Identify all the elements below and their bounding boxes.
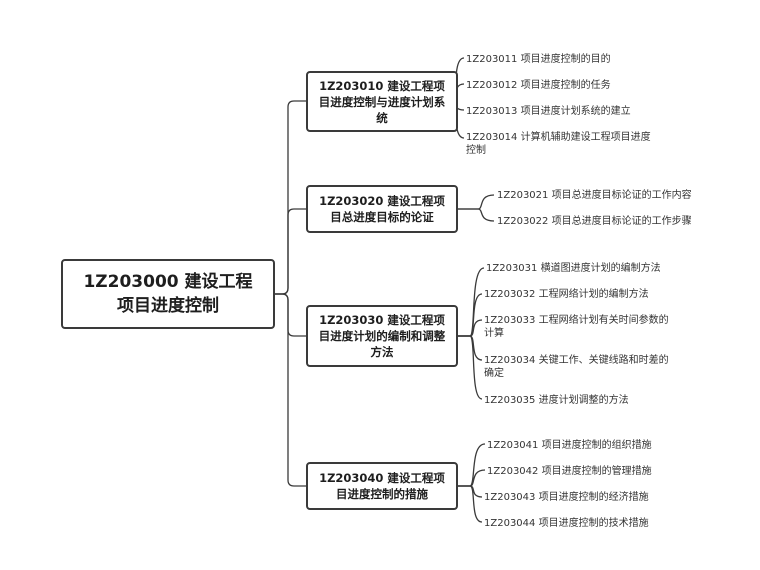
branch-node-label: 1Z203030 建设工程项目进度计划的编制和调整方法	[318, 313, 446, 359]
branch-to-leaf-connector	[458, 208, 495, 222]
leaf-1z203042[interactable]: 1Z203042 项目进度控制的管理措施	[487, 466, 652, 477]
branch-to-leaf-connector	[458, 485, 483, 523]
branch-node-1z203040[interactable]: 1Z203040 建设工程项目进度控制的措施	[306, 462, 458, 510]
branch-to-leaf-connector	[458, 319, 483, 337]
leaf-1z203012[interactable]: 1Z203012 项目进度控制的任务	[466, 80, 611, 91]
leaf-1z203031[interactable]: 1Z203031 横道图进度计划的编制方法	[486, 263, 661, 274]
branch-to-leaf-connector	[458, 194, 495, 210]
branch-to-leaf-connector	[458, 335, 483, 400]
root-node[interactable]: 1Z203000 建设工程项目进度控制	[61, 259, 275, 329]
branch-to-leaf-connector	[458, 485, 483, 498]
root-node-label: 1Z203000 建设工程项目进度控制	[83, 272, 253, 316]
root-to-branch-connector	[275, 208, 306, 295]
root-to-branch-connector	[275, 293, 306, 337]
leaf-1z203011[interactable]: 1Z203011 项目进度控制的目的	[466, 54, 611, 65]
branch-node-1z203010[interactable]: 1Z203010 建设工程项目进度控制与进度计划系统	[306, 71, 458, 132]
branch-to-leaf-connector	[458, 293, 483, 337]
branch-node-label: 1Z203010 建设工程项目进度控制与进度计划系统	[318, 78, 446, 125]
leaf-1z203044[interactable]: 1Z203044 项目进度控制的技术措施	[484, 518, 649, 529]
branch-node-1z203030[interactable]: 1Z203030 建设工程项目进度计划的编制和调整方法	[306, 305, 458, 367]
leaf-1z203013[interactable]: 1Z203013 项目进度计划系统的建立	[466, 106, 631, 117]
leaf-1z203043[interactable]: 1Z203043 项目进度控制的经济措施	[484, 492, 649, 503]
leaf-1z203032[interactable]: 1Z203032 工程网络计划的编制方法	[484, 289, 649, 300]
branch-node-label: 1Z203040 建设工程项目进度控制的措施	[319, 471, 445, 501]
leaf-1z203041[interactable]: 1Z203041 项目进度控制的组织措施	[487, 440, 652, 451]
branch-node-label: 1Z203020 建设工程项目总进度目标的论证	[319, 194, 445, 224]
leaf-1z203035[interactable]: 1Z203035 进度计划调整的方法	[484, 395, 629, 406]
root-to-branch-connector	[275, 293, 306, 487]
branch-to-leaf-connector	[458, 443, 486, 487]
leaf-1z203021[interactable]: 1Z203021 项目总进度目标论证的工作内容	[497, 190, 692, 201]
branch-to-leaf-connector	[458, 267, 485, 337]
branch-node-1z203020[interactable]: 1Z203020 建设工程项目总进度目标的论证	[306, 185, 458, 233]
root-to-branch-connector	[275, 100, 306, 295]
leaf-1z203022[interactable]: 1Z203022 项目总进度目标论证的工作步骤	[497, 216, 692, 227]
leaf-1z203034[interactable]: 1Z203034 关键工作、关键线路和时差的确定	[484, 355, 669, 379]
branch-to-leaf-connector	[458, 335, 483, 361]
leaf-1z203033[interactable]: 1Z203033 工程网络计划有关时间参数的计算	[484, 315, 669, 339]
leaf-1z203014[interactable]: 1Z203014 计算机辅助建设工程项目进度控制	[466, 132, 651, 156]
